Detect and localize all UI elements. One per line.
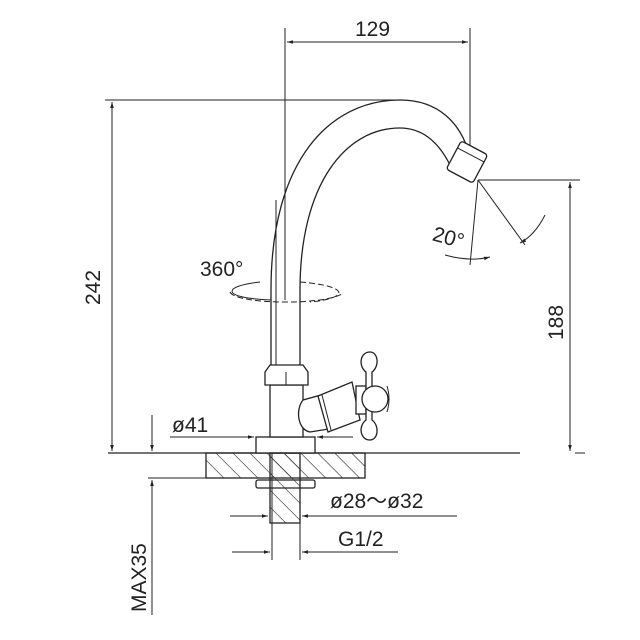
rotation-ellipse <box>229 291 343 303</box>
angle-arc <box>519 214 546 244</box>
angle-label: 20° <box>430 223 467 253</box>
spray-line <box>469 179 479 266</box>
faucet-body <box>269 384 304 438</box>
max-thickness-label: MAX35 <box>128 543 151 612</box>
angle-arc <box>444 254 491 261</box>
spout-height-dimension: 188 <box>545 305 568 340</box>
base-diameter-label: ø41 <box>172 414 208 437</box>
threaded-shank <box>269 452 301 524</box>
rotation-arrow-left <box>231 281 272 301</box>
base-washer <box>255 436 316 454</box>
hole-diameter-label: ø28～ø32 <box>330 490 423 513</box>
spray-line <box>477 179 526 246</box>
height-dimension: 242 <box>82 270 105 305</box>
rotation-arrow-right <box>299 281 340 303</box>
cross-handle <box>297 351 390 441</box>
aerator <box>446 141 488 183</box>
spout-inner <box>299 127 451 365</box>
thread-label: G1/2 <box>338 528 384 551</box>
spout-outer <box>270 99 469 365</box>
rotation-label: 360° <box>200 258 243 281</box>
reach-dimension: 129 <box>355 18 390 41</box>
